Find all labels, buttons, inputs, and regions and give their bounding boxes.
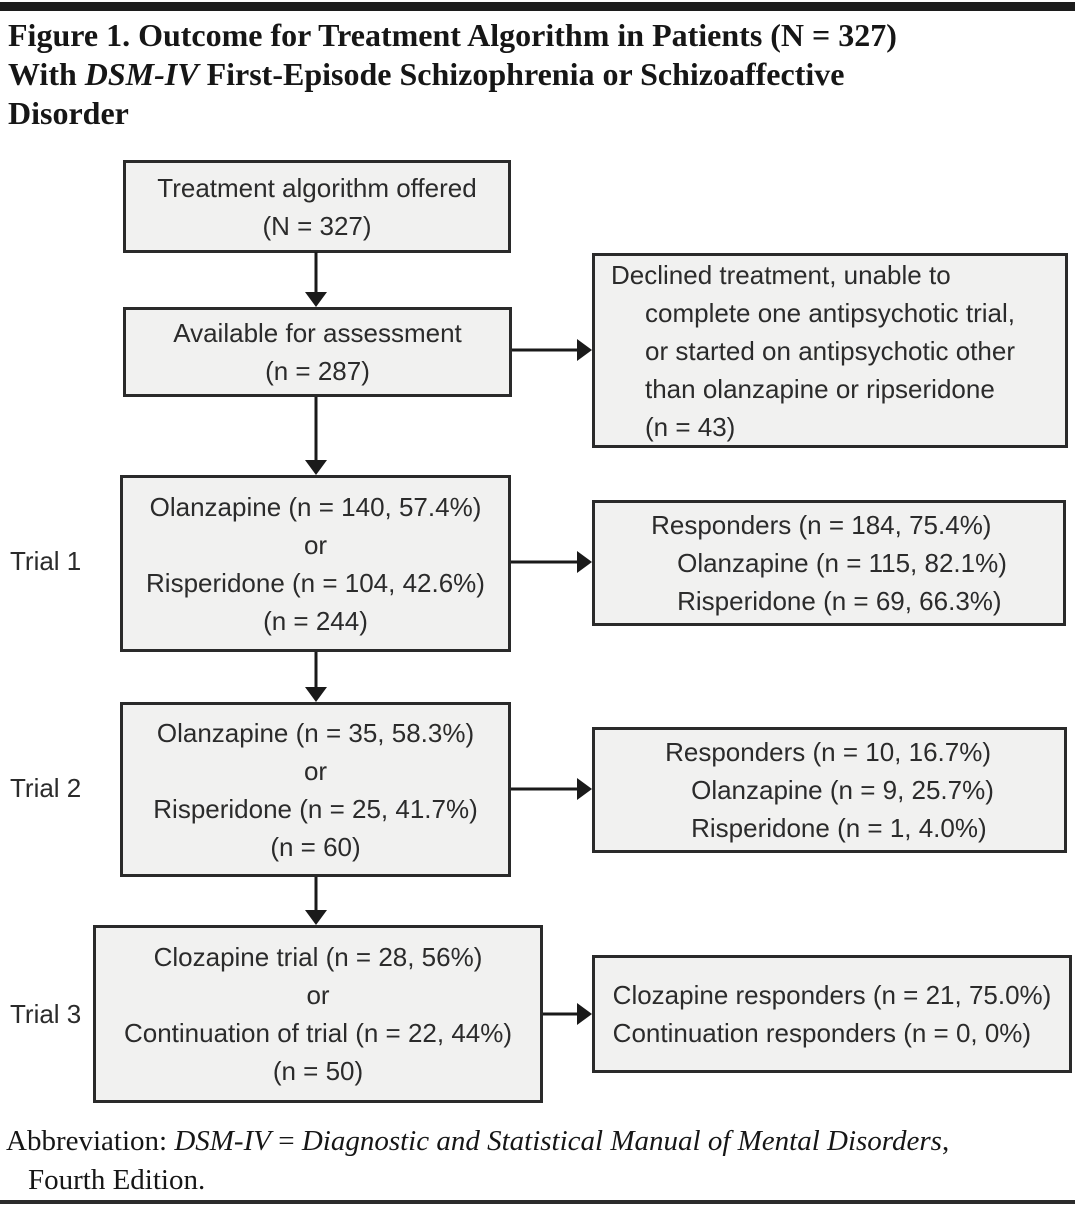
node-line: Risperidone (n = 1, 4.0%) — [691, 813, 987, 843]
node-responders-trial-1: Responders (n = 184, 75.4%) Olanzapine (… — [592, 500, 1066, 626]
node-line: Responders (n = 10, 16.7%) — [665, 737, 992, 767]
title-line-3: Disorder — [8, 95, 129, 131]
node-line: Continuation responders (n = 0, 0%) — [612, 1018, 1032, 1048]
node-trial-2: Olanzapine (n = 35, 58.3%) or Risperidon… — [120, 702, 511, 877]
figure-title: Figure 1. Outcome for Treatment Algorith… — [8, 16, 1070, 133]
footnote-manual-title: Diagnostic and Statistical Manual of Men… — [301, 1125, 942, 1157]
node-line: Treatment algorithm offered — [157, 172, 477, 203]
node-line: Olanzapine (n = 9, 25.7%) — [691, 775, 994, 805]
arrow-trial-1-to-responders — [511, 551, 592, 573]
node-text-block: Responders (n = 184, 75.4%) Olanzapine (… — [651, 506, 1007, 620]
arrow-trial-1-to-trial-2 — [304, 652, 328, 702]
trial-2-label: Trial 2 — [10, 773, 82, 803]
node-line: Continuation of trial (n = 22, 44%) — [123, 1018, 513, 1048]
node-text-block: Declined treatment, unable to complete o… — [611, 256, 1015, 446]
footnote-comma: , — [941, 1125, 950, 1157]
node-line: Clozapine trial (n = 28, 56%) — [153, 942, 483, 972]
node-line: (N = 327) — [262, 210, 372, 241]
arrow-trial-2-to-responders — [511, 778, 592, 800]
node-line: Declined treatment, unable to — [611, 259, 951, 290]
node-text-block: Responders (n = 10, 16.7%) Olanzapine (n… — [665, 733, 994, 847]
node-available-for-assessment: Available for assessment (n = 287) — [123, 307, 512, 397]
node-trial-1: Olanzapine (n = 140, 57.4%) or Risperido… — [120, 475, 511, 652]
title-line-2-post: First-Episode Schizophrenia or Schizoaff… — [198, 56, 845, 92]
node-line: (n = 43) — [645, 411, 736, 442]
node-line: than olanzapine or ripseridone — [645, 373, 995, 404]
node-line: Risperidone (n = 25, 41.7%) — [153, 793, 478, 824]
node-line: Olanzapine (n = 35, 58.3%) — [156, 717, 475, 748]
footnote-prefix: Abbreviation: — [6, 1125, 175, 1157]
title-line-1: Figure 1. Outcome for Treatment Algorith… — [8, 17, 897, 53]
node-line: or started on antipsychotic other — [645, 335, 1015, 366]
node-line: Available for assessment — [173, 318, 462, 348]
node-trial-3: Clozapine trial (n = 28, 56%) or Continu… — [93, 925, 543, 1103]
trial-3-label: Trial 3 — [10, 999, 82, 1029]
title-line-2-pre: With — [8, 56, 85, 92]
footnote-line-2: Fourth Edition. — [28, 1164, 206, 1196]
abbreviation-note: Abbreviation: DSM-IV = Diagnostic and St… — [6, 1122, 1071, 1200]
node-treatment-offered: Treatment algorithm offered (N = 327) — [123, 160, 511, 253]
footnote-equals: = — [270, 1125, 302, 1157]
node-line: or — [306, 980, 330, 1010]
node-line: (n = 287) — [265, 356, 370, 386]
trial-1-label: Trial 1 — [10, 546, 82, 576]
top-rule — [0, 2, 1075, 11]
node-line: Risperidone (n = 104, 42.6%) — [146, 567, 485, 598]
node-line: (n = 50) — [272, 1056, 364, 1086]
arrow-trial-3-to-responders — [543, 1003, 592, 1025]
node-responders-trial-3: Clozapine responders (n = 21, 75.0%) Con… — [592, 955, 1072, 1073]
node-line: Responders (n = 184, 75.4%) — [651, 510, 992, 540]
node-line: Clozapine responders (n = 21, 75.0%) — [612, 980, 1052, 1010]
arrow-available-to-declined — [512, 339, 592, 361]
node-line: (n = 244) — [263, 605, 368, 636]
node-responders-trial-2: Responders (n = 10, 16.7%) Olanzapine (n… — [592, 727, 1067, 853]
node-line: Olanzapine (n = 115, 82.1%) — [677, 548, 1007, 578]
node-line: or — [303, 755, 328, 786]
node-line: or — [303, 529, 328, 560]
arrow-offered-to-available — [304, 252, 328, 307]
node-line: complete one antipsychotic trial, — [645, 297, 1015, 328]
node-line: Risperidone (n = 69, 66.3%) — [677, 586, 1002, 616]
footnote-dsm-iv: DSM-IV — [174, 1125, 271, 1157]
bottom-rule — [0, 1200, 1075, 1204]
node-declined-treatment: Declined treatment, unable to complete o… — [592, 253, 1068, 448]
arrow-available-to-trial-1 — [304, 397, 328, 475]
title-dsm-iv: DSM-IV — [84, 56, 199, 92]
node-line: (n = 60) — [270, 831, 361, 862]
arrow-trial-2-to-trial-3 — [304, 877, 328, 925]
node-line: Olanzapine (n = 140, 57.4%) — [149, 491, 482, 522]
node-text-block: Clozapine responders (n = 21, 75.0%) Con… — [613, 976, 1052, 1052]
